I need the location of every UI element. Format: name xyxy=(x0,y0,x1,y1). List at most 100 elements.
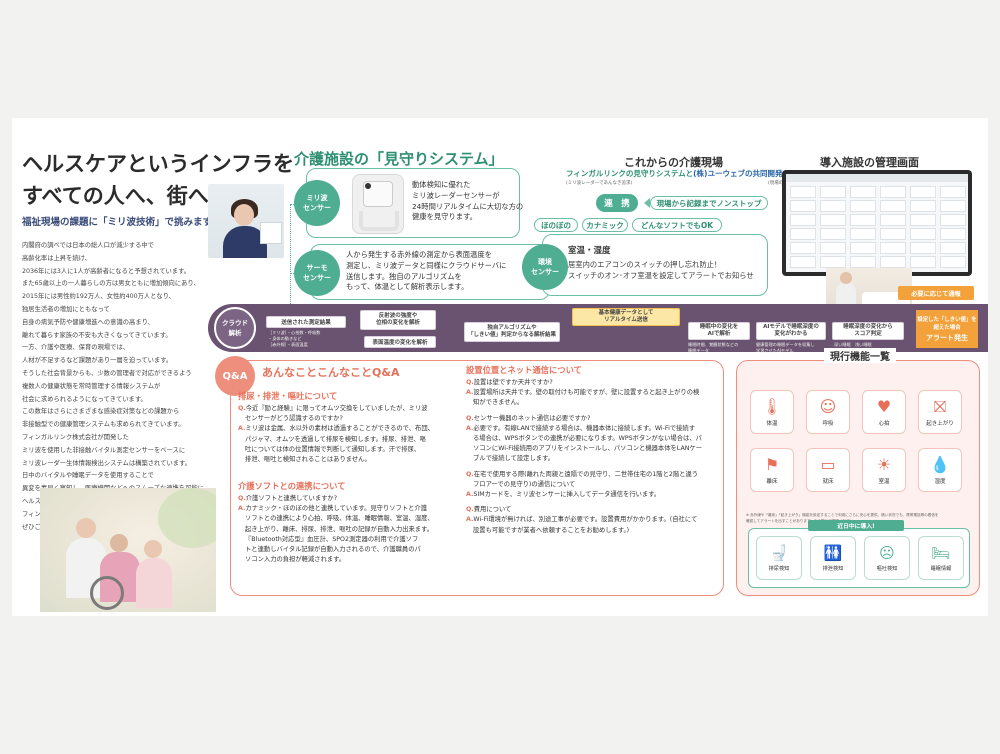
intro-body-line: 2036年には3人に1人が高齢者になると予想されています。 xyxy=(22,267,191,275)
room-temp-feature: ☀室温 xyxy=(862,448,906,492)
qa-line: 知ができません。 xyxy=(466,398,702,408)
qa-line: 『Bluetooth対応型』血圧計、SPO2測定器の利用で介護ソフ xyxy=(238,535,434,545)
intro-body-line: フィンガルリンク株式会社が開発した xyxy=(22,433,129,441)
answer-mark: A. xyxy=(238,505,246,513)
feature-label: 就床 xyxy=(822,478,834,485)
kaigo-heading: 介護施設の「見守りシステム」 xyxy=(294,150,504,168)
intro-body-line: 複数人の健康状態を常時管理する情報システムが xyxy=(22,382,161,390)
mili-text-line: 動体検知に優れた xyxy=(412,180,471,189)
qa-line: センサーがどう認識するのですか? xyxy=(238,414,434,424)
breath-feature: ☺呼吸 xyxy=(806,390,850,434)
future-note-left: (ミリ波レーダーであんなき追求) xyxy=(566,181,633,186)
qa-text: ソフトとの連携により心拍、呼吸、体温、睡眠情報、室温、湿度、 xyxy=(245,515,434,523)
feature-label: 睡眠情報 xyxy=(930,566,952,572)
feature-label: 離床 xyxy=(766,478,778,485)
qa-text: トと連動しバイタル記録が自動入力されるので、介護職員のパ xyxy=(245,546,421,554)
qa-software-block: Q.介護ソフトと連携していますか?A.カナミック・ほのぼの他と連携しています。見… xyxy=(238,494,434,565)
qa-line: Q.今近『励と経験』に限ってオムツ交換をしていましたが、ミリ波 xyxy=(238,404,434,414)
screen-cell xyxy=(790,242,816,254)
screen-cell xyxy=(940,200,966,212)
qa-text: 介護ソフトと連携していますか? xyxy=(245,495,338,502)
screen-cell xyxy=(850,214,876,226)
screen-cell xyxy=(880,256,906,268)
qa-text: センサーがどう認識するのですか? xyxy=(245,415,343,423)
qa-text: 今近『励と経験』に限ってオムツ交換をしていましたが、ミリ波 xyxy=(245,405,428,412)
feature-label: 心拍 xyxy=(878,420,890,427)
partner-kanamic: カナミック xyxy=(582,218,628,232)
screen-cell xyxy=(940,242,966,254)
intro-body-line: 一方、介護や医療、保育の現場では、 xyxy=(22,344,130,352)
qa-line: 排泄、嘔吐と検知されることはありません。 xyxy=(238,455,434,465)
screen-cell xyxy=(820,214,846,226)
intro-title: ヘルスケアというインフラを すべての人へ、街へ xyxy=(22,148,294,212)
humidity-icon: 💧 xyxy=(930,454,950,474)
question-mark: Q. xyxy=(466,414,474,422)
qa-line: A.カナミック・ほのぼの他と連携しています。見守りソフトと介護 xyxy=(238,504,434,514)
qa-text: ソコンにWi-Fi接続用のアプリをインストールし、パソコンと機器本体をLANケー xyxy=(473,445,703,453)
screen-cell xyxy=(940,256,966,268)
vomit-feature: ☹嘔吐検知 xyxy=(864,536,910,580)
qa-install-block: Q.設置は壁ですか天井ですか?A.設置場所は天井です。壁の取付けも可能ですが、壁… xyxy=(466,378,702,536)
qa-text: 設置場所は天井です。壁の取付けも可能ですが、壁に設置すると起き上がりの検 xyxy=(473,389,700,397)
heart-icon: ♥ xyxy=(876,396,892,416)
intro-body-line: この数年はさらにさまざまな感染症対策などの課題から xyxy=(22,408,180,416)
thermometer-icon: 🌡 xyxy=(761,396,783,416)
qa-text: ソコン入力の負担が軽減されます。 xyxy=(245,556,346,564)
intro-body-line: 非接触型での健康管理システムも求められてきています。 xyxy=(22,421,185,429)
screen-cell xyxy=(790,228,816,240)
excretion-feature: 🚻排泄検知 xyxy=(810,536,856,580)
sleep-bed-feature: ▭ 就床 xyxy=(806,448,850,492)
intro-body-line: 2015年には男性約192万人、女性約400万人となり、 xyxy=(22,293,175,301)
sleep-bed-icon: ▭ xyxy=(820,454,836,474)
qa-line: A.ミリ波は金属、水以外の素材は透過することができるので、布団、 xyxy=(238,424,434,434)
qa-line: 起き上がり、離床、排尿、排泄、嘔吐の記録が自動入力出来ます。 xyxy=(238,525,434,535)
breath-icon: ☺ xyxy=(819,396,837,416)
coming-soon-label: 近日中に導入! xyxy=(808,520,904,531)
excretion-icon: 🚻 xyxy=(823,544,843,562)
qa-line: パジャマ、オムツを透過して排尿を検知します。排尿、排泄、嘔 xyxy=(238,435,434,445)
intro-body-line: 人材が不足するなど課題があり一層を迫っています。 xyxy=(22,357,173,365)
screen-cell xyxy=(880,186,906,198)
feature-label: 排尿検知 xyxy=(768,566,790,572)
qa-line: ソフトとの連携により心拍、呼吸、体温、睡眠情報、室温、湿度、 xyxy=(238,514,434,524)
qa-text: 設置は壁ですか天井ですか? xyxy=(473,379,553,386)
record-pill: 現場から記録までノンストップ xyxy=(650,196,768,210)
thermometer-feature: 🌡 体温 xyxy=(750,390,794,434)
qa-title: あんなことこんなことQ&A xyxy=(262,366,400,379)
qa-line: A.SIMカードを、ミリ波センサーに挿入してデータ通信を行います。 xyxy=(466,490,702,500)
screen-cell xyxy=(880,200,906,212)
qa-text: Wi-Fi環境が無ければ、別途工事が必要です。設置費用がかかります。(自社にて xyxy=(473,516,698,524)
vomit-icon: ☹ xyxy=(879,544,895,562)
screen-cell xyxy=(940,186,966,198)
intro-body-line: 独居生活者の増加にともなって xyxy=(22,305,110,313)
qa-text: センサー機器のネット通信は必要ですか? xyxy=(473,414,591,422)
urination-feature: 🚽 排尿検知 xyxy=(756,536,802,580)
arrow-left-icon xyxy=(644,198,650,208)
qa-panel xyxy=(230,360,724,596)
qa-text: 費用について xyxy=(473,506,512,514)
qa-line: Q.介護ソフトと連携していますか? xyxy=(238,494,434,504)
question-mark: Q. xyxy=(466,506,474,514)
urination-icon: 🚽 xyxy=(769,544,789,562)
qa-line: フロアーでの見守り)の通信について xyxy=(466,480,702,490)
feature-label: 体温 xyxy=(766,420,778,427)
intro-body-line: また65歳以上の一人暮らしの方は男女ともに増加傾向にあり、 xyxy=(22,280,200,288)
qa-text: 『Bluetooth対応型』血圧計、SPO2測定器の利用で介護ソフ xyxy=(245,535,419,543)
connector-line xyxy=(290,204,296,205)
screen-cell xyxy=(910,228,936,240)
screen-cell xyxy=(820,200,846,212)
intro-title-line1: ヘルスケアというインフラを xyxy=(22,151,294,176)
qa-line: Q.設置は壁ですか天井ですか? xyxy=(466,378,702,388)
intro-subtitle: 福祉現場の課題に「ミリ波技術」で挑みます。 xyxy=(22,217,221,228)
intro-body-line: そうした社会背景からも、少数の管理者で対応ができるよう xyxy=(22,369,192,377)
qa-heading-install: 設置位置とネット通信について xyxy=(466,365,582,375)
screen-cell xyxy=(880,242,906,254)
qa-line: る場合は、WPSボタンでの連携が必要になります。WPSボタンがない場合は、パ xyxy=(466,434,702,444)
intro-body-line: 高齢化率は上昇を続け、 xyxy=(22,254,91,262)
screen-cell xyxy=(850,242,876,254)
caregiver-photo xyxy=(40,488,216,612)
thermo-text-line: 測定し、ミリ波データと同様にクラウドサーバに xyxy=(346,260,507,270)
need-alert-label: 必要に応じて通報 xyxy=(898,286,974,300)
heart-feature: ♥ 心拍 xyxy=(862,390,906,434)
